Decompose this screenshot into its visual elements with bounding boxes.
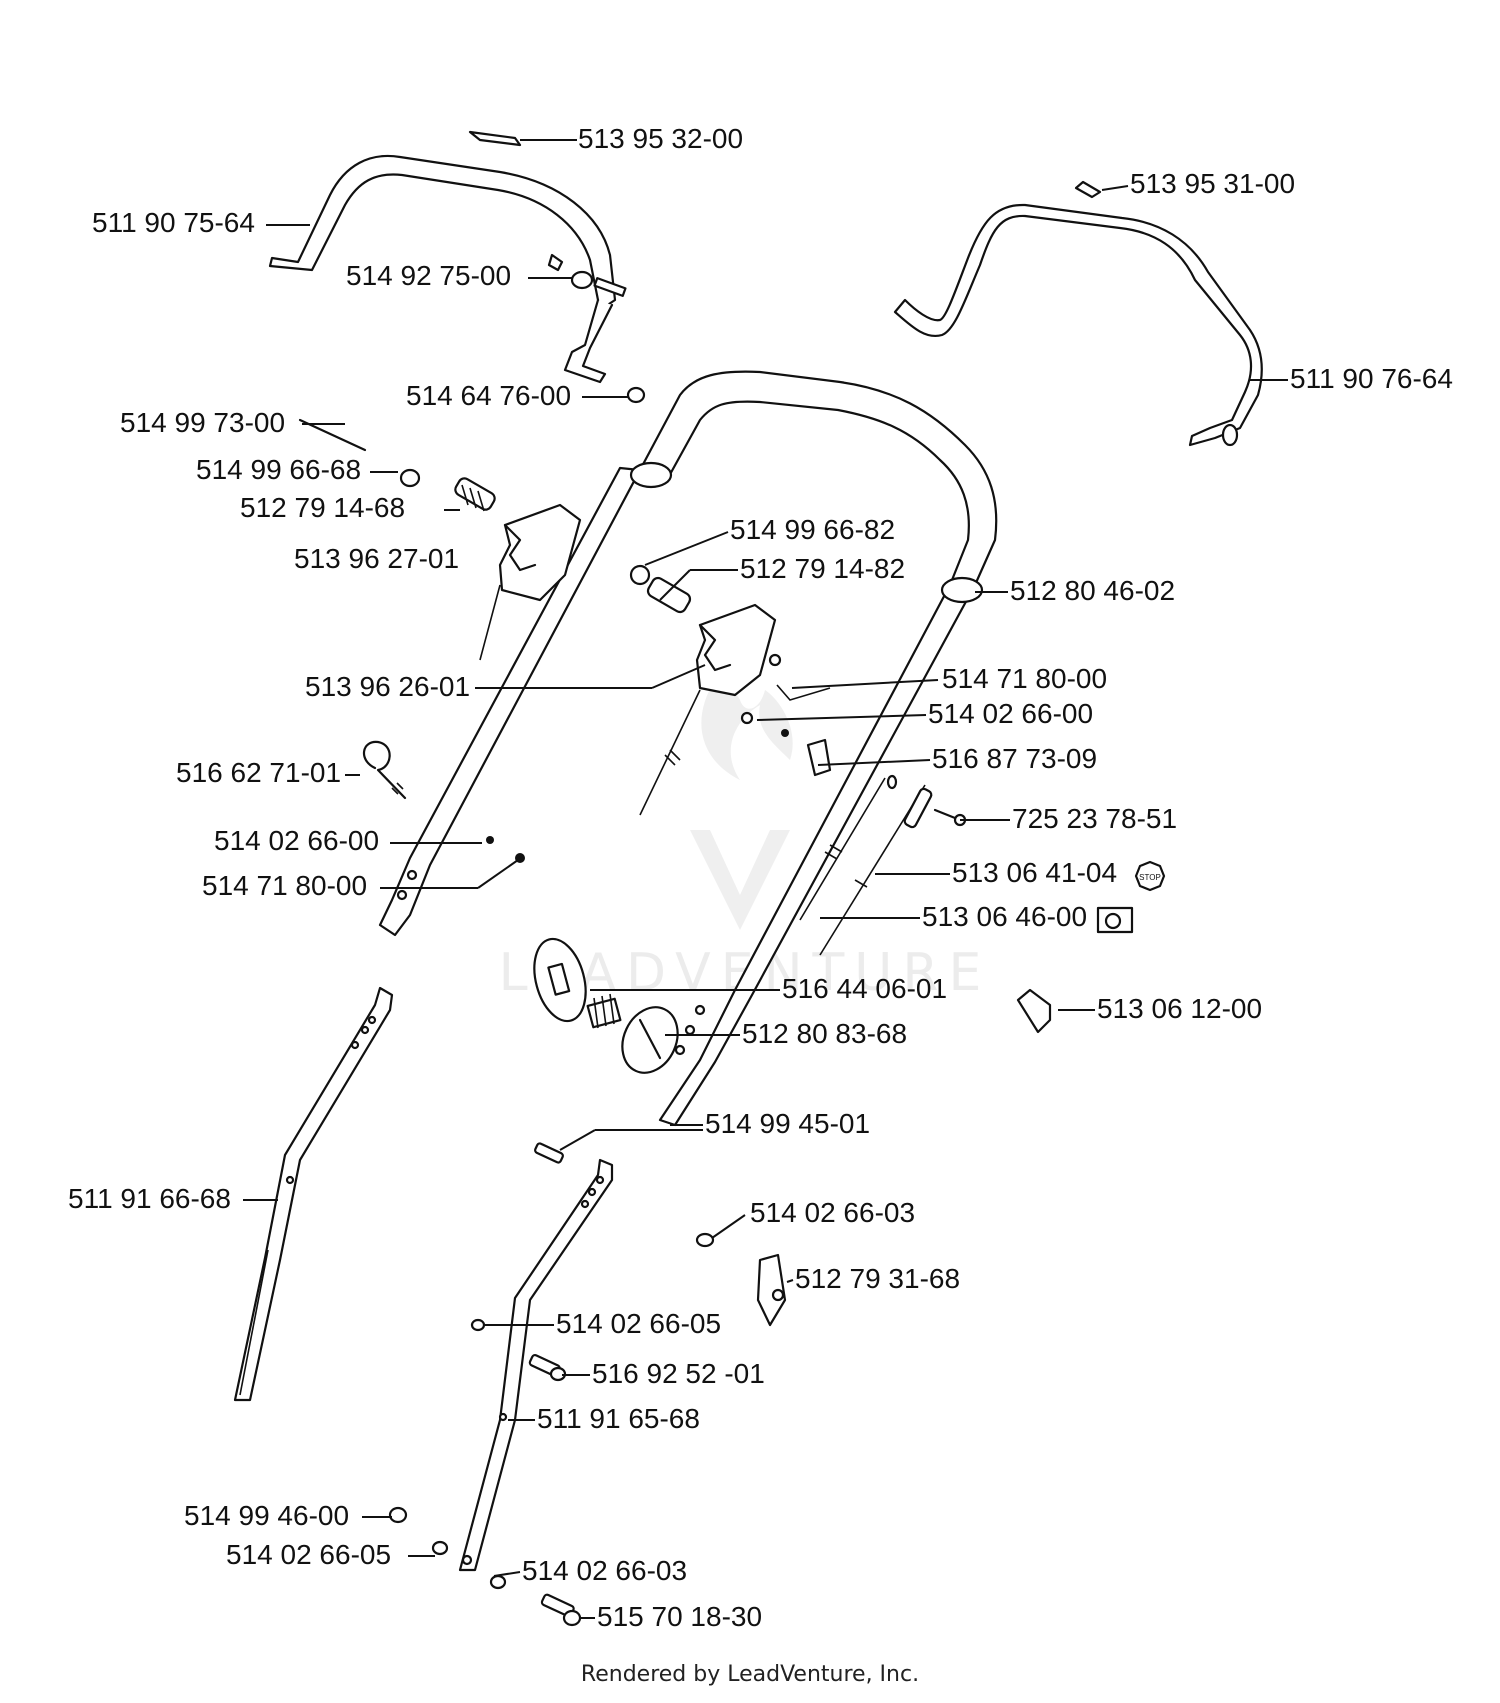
part-label: 514 99 73-00 [120, 407, 285, 438]
part-label: 516 92 52 -01 [592, 1358, 765, 1389]
part-label: 514 02 66-05 [556, 1308, 721, 1339]
part-label: 514 99 66-68 [196, 454, 361, 485]
part-label: 516 44 06-01 [782, 973, 947, 1004]
part-label: 513 06 46-00 [922, 901, 1087, 932]
part-label: 512 79 14-82 [740, 553, 905, 584]
left-control-bail [268, 130, 646, 404]
part-label: 514 99 45-01 [705, 1108, 870, 1139]
part-label: 513 96 27-01 [294, 543, 459, 574]
engine-control-icon [1096, 906, 1134, 934]
watermark-v-icon [690, 830, 790, 930]
part-label: 514 64 76-00 [406, 380, 571, 411]
rendered-by-footer: Rendered by LeadVenture, Inc. [580, 1662, 920, 1687]
handle-knob-assembly [533, 937, 1052, 1074]
bottom-hardware [388, 1142, 787, 1627]
part-label: 513 06 12-00 [1097, 993, 1262, 1024]
part-label: 515 70 18-30 [597, 1601, 762, 1632]
part-label: 514 02 66-05 [226, 1539, 391, 1570]
part-label: 514 71 80-00 [942, 663, 1107, 694]
right-control-bail [893, 180, 1263, 447]
stop-sign-icon: STOP [1134, 860, 1166, 892]
decal-label-icon [468, 130, 522, 147]
part-label: 513 95 32-00 [578, 123, 743, 154]
part-label: 511 90 75-64 [92, 207, 255, 238]
part-label: 514 71 80-00 [202, 870, 367, 901]
part-label: 516 62 71-01 [176, 757, 341, 788]
part-label: 512 79 31-68 [795, 1263, 960, 1294]
part-label: 514 92 75-00 [346, 260, 511, 291]
part-labels: 513 95 32-00 511 90 75-64 514 92 75-00 5… [68, 123, 1453, 1632]
control-cables [799, 774, 933, 956]
part-label: 514 99 46-00 [184, 1500, 349, 1531]
stop-sign-text: STOP [1139, 873, 1161, 882]
part-label: 513 06 41-04 [952, 857, 1117, 888]
cable-clip [1016, 988, 1052, 1034]
part-label: 512 80 46-02 [1010, 575, 1175, 606]
part-label: 513 96 26-01 [305, 671, 470, 702]
part-label: 512 79 14-68 [240, 492, 405, 523]
decal-label-icon [1074, 180, 1102, 199]
part-label: 511 91 65-68 [537, 1403, 700, 1434]
part-label: 512 80 83-68 [742, 1018, 907, 1049]
part-label: 514 99 66-82 [730, 514, 895, 545]
part-label: 514 02 66-03 [522, 1555, 687, 1586]
left-control-lever [298, 418, 582, 661]
part-label: 511 90 76-64 [1290, 363, 1453, 394]
leader-lines [243, 139, 1288, 1619]
part-label: 516 87 73-09 [932, 743, 1097, 774]
part-label: 514 02 66-03 [750, 1197, 915, 1228]
part-label: 514 02 66-00 [214, 825, 379, 856]
lower-right-handle [458, 1158, 614, 1572]
part-label: 514 02 66-00 [928, 698, 1093, 729]
part-label: 513 95 31-00 [1130, 168, 1295, 199]
part-label: 725 23 78-51 [1012, 803, 1177, 834]
right-control-lever [629, 564, 777, 816]
watermark-flame-icon [701, 680, 793, 780]
part-label: 511 91 66-68 [68, 1183, 231, 1214]
lower-left-handle [233, 986, 394, 1402]
retainer-clip [756, 1253, 787, 1327]
